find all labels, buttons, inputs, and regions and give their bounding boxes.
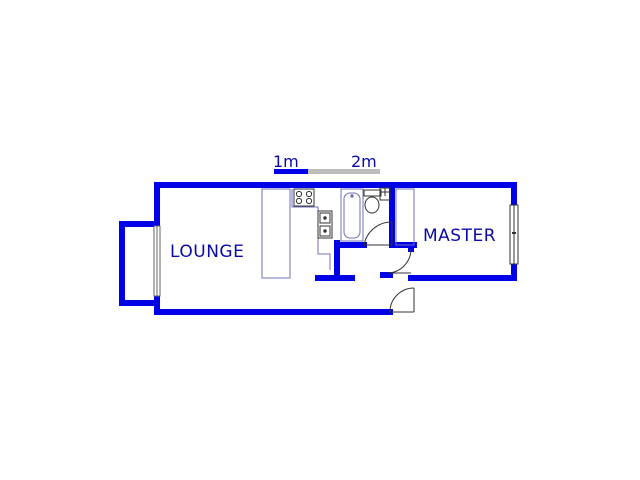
stove-icon [293,188,315,207]
master-door-swing-icon [386,248,412,274]
balcony-outline [119,221,158,306]
bathtub-icon [340,188,364,242]
scale-label-1m: 1m [273,152,299,171]
wardrobe [395,188,415,246]
balcony [119,221,158,306]
door-swing-icon [363,221,393,246]
front-door-swing-icon [389,287,415,313]
toilet-icon [363,189,382,214]
scale-label-2m: 2m [351,152,377,171]
lounge-window-icon [153,225,161,297]
scale-bar-grey-segment [308,169,380,174]
window-icon [509,204,519,265]
scale-bar: 1m 2m [273,152,380,174]
sink-icon [317,210,333,239]
room-label-lounge: LOUNGE [170,242,244,262]
scale-bar-blue-segment [274,169,308,174]
basin-icon [379,187,391,201]
island-counter [261,188,291,279]
room-label-master: MASTER [423,226,496,246]
